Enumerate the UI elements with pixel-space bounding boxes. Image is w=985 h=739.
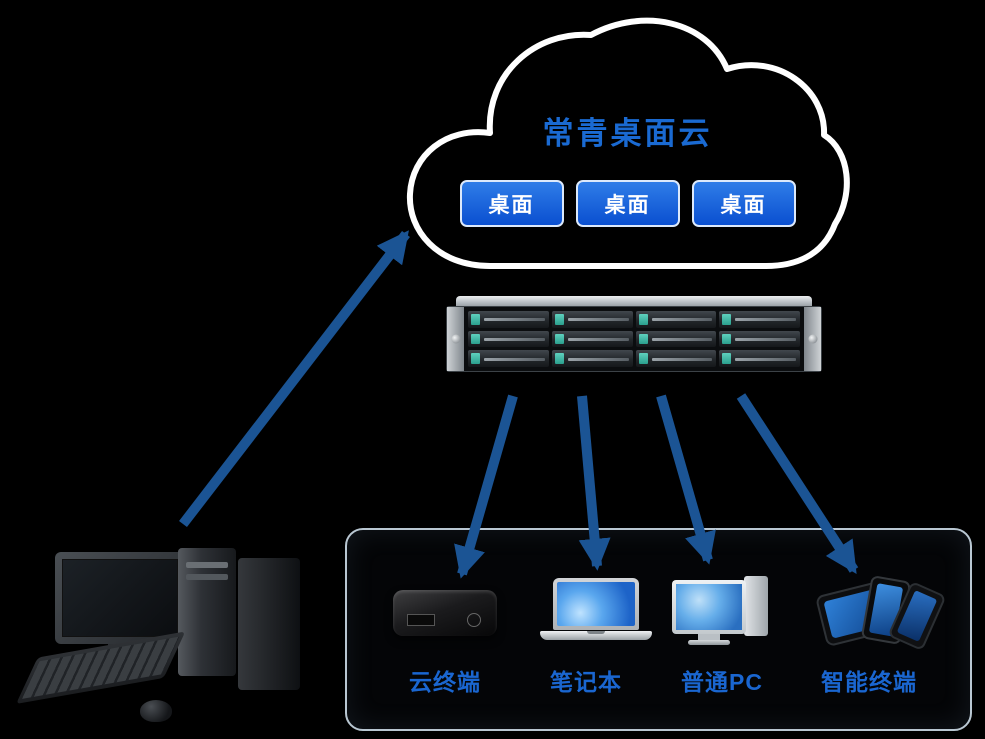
server-drive-tray <box>635 330 717 348</box>
workstation-icon <box>10 540 310 735</box>
server-drive-tray <box>468 350 549 367</box>
server-drive-tray <box>635 311 717 328</box>
workstation-screen <box>62 559 178 637</box>
server-left-ear <box>447 307 464 371</box>
server-drive-tray <box>719 330 800 348</box>
laptop-screen <box>553 578 639 630</box>
server-top-cover <box>456 296 812 308</box>
desktop-button-1: 桌面 <box>459 180 564 227</box>
pc-monitor <box>672 580 746 634</box>
rack-server-icon <box>446 296 822 380</box>
server-front-panel <box>446 306 822 372</box>
thin-client-label: 云终端 <box>409 669 481 695</box>
server-right-ear <box>804 307 821 371</box>
workstation-tower-2 <box>238 558 300 690</box>
server-drive-tray <box>719 311 800 328</box>
workstation-tower-1 <box>178 548 236 676</box>
server-drive-bays <box>464 307 804 371</box>
laptop-base <box>540 631 652 640</box>
pc-tower <box>744 576 768 636</box>
server-drive-tray <box>551 311 633 328</box>
server-drive-tray <box>551 350 633 367</box>
smart-terminal-icon <box>806 575 947 652</box>
server-drive-tray <box>468 330 549 348</box>
pc-display <box>676 584 742 630</box>
workstation-monitor <box>55 552 185 644</box>
server-drive-tray <box>551 330 633 348</box>
server-drive-tray <box>635 350 717 367</box>
desktop-buttons-row: 桌面 桌面 桌面 <box>395 180 860 227</box>
smart-terminal-label: 智能终端 <box>821 669 917 695</box>
pc-stand-base <box>688 640 730 645</box>
laptop-icon <box>540 578 652 642</box>
cloud-title: 常青桌面云 <box>542 116 713 151</box>
desktop-button-1-label: 桌面 <box>488 193 535 217</box>
desktop-button-2-label: 桌面 <box>604 193 651 217</box>
laptop-display <box>557 582 635 626</box>
arrow-pc-to-cloud-icon <box>179 230 410 528</box>
desktop-button-3-label: 桌面 <box>720 193 767 217</box>
mouse-icon <box>140 700 172 722</box>
desktop-button-3: 桌面 <box>691 180 796 227</box>
desktop-button-2: 桌面 <box>575 180 680 227</box>
server-drive-tray <box>719 350 800 367</box>
thin-client-icon <box>393 590 497 636</box>
server-drive-tray <box>468 311 549 328</box>
desktop-pc-icon <box>672 576 770 648</box>
desktop-pc-label: 普通PC <box>681 669 763 695</box>
laptop-label: 笔记本 <box>550 669 622 695</box>
pc-stand <box>698 634 720 641</box>
